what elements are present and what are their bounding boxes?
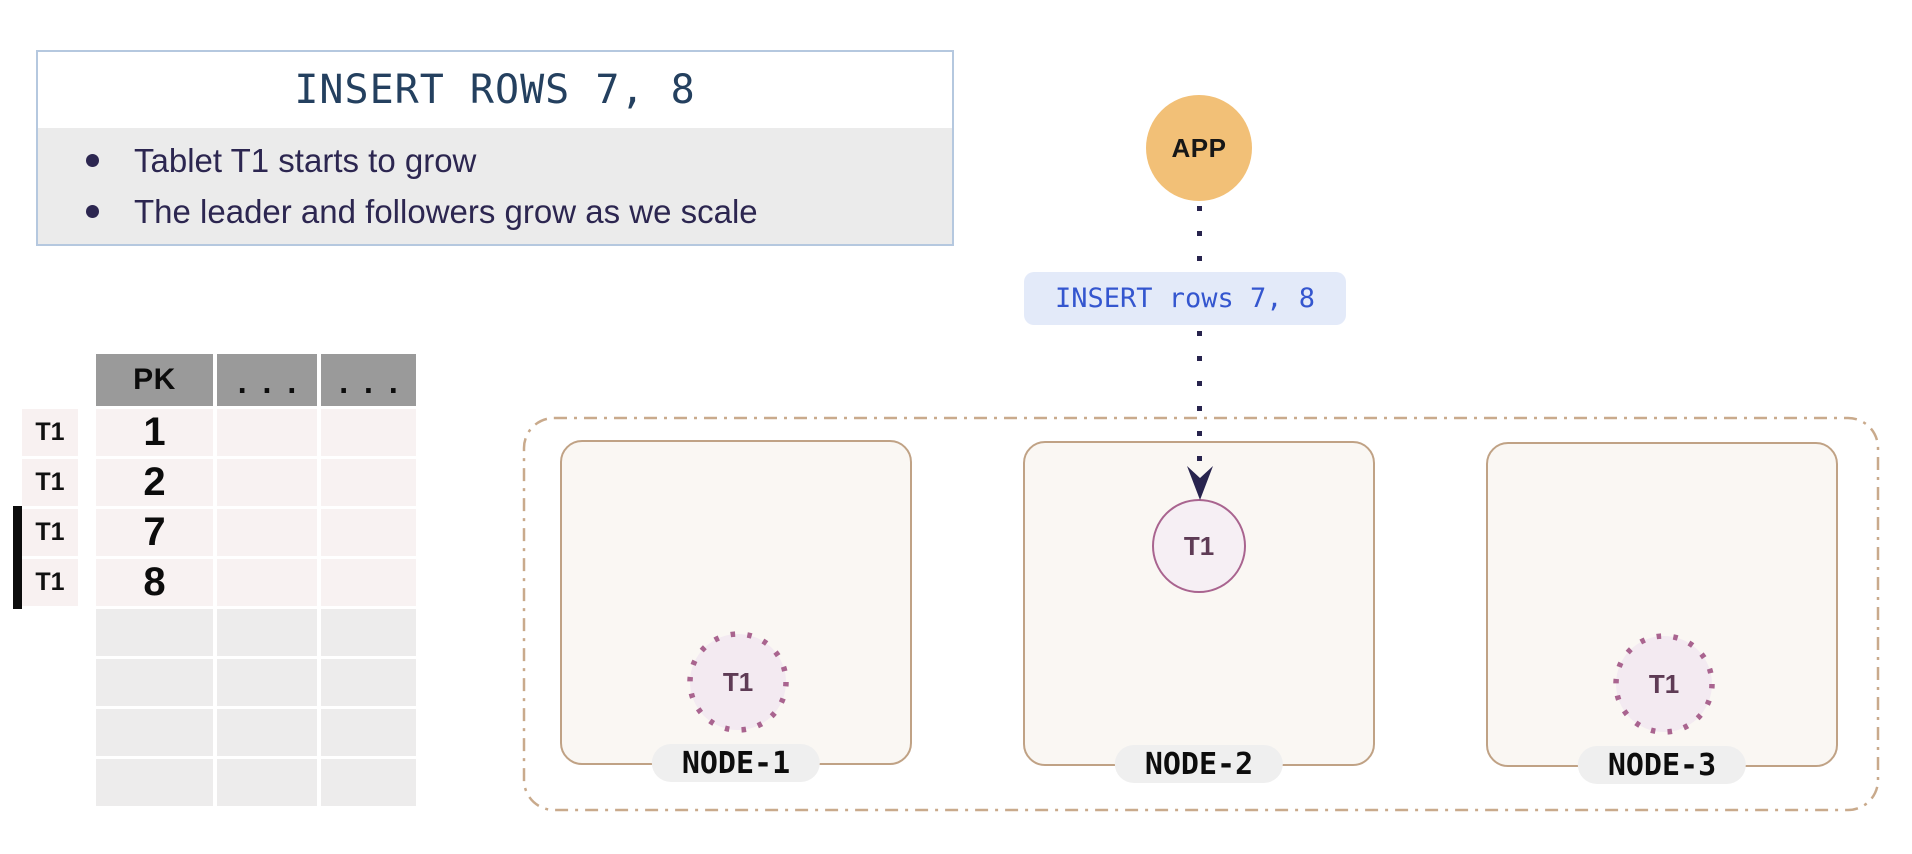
database-table: PK ... ... 1 2 7 8 (96, 354, 416, 809)
bullet-dot-icon (86, 154, 99, 167)
dotted-circle-icon (1613, 633, 1715, 735)
empty-cell (217, 509, 317, 556)
empty-cell (321, 409, 416, 456)
table-row: 8 (96, 559, 416, 606)
arrowhead-down-icon (1187, 466, 1213, 500)
table-empty-row (96, 609, 416, 656)
info-panel-bullets: Tablet T1 starts to grow The leader and … (38, 128, 952, 244)
pk-cell: 8 (96, 559, 213, 606)
pk-cell: 2 (96, 459, 213, 506)
pk-cell: 7 (96, 509, 213, 556)
empty-cell (217, 409, 317, 456)
table-header-ellipsis: ... (217, 354, 317, 406)
table-row: 7 (96, 509, 416, 556)
info-panel: INSERT ROWS 7, 8 Tablet T1 starts to gro… (36, 50, 954, 246)
empty-cell (321, 509, 416, 556)
node-1-box: T1 NODE-1 (560, 440, 912, 782)
tablet-t1-follower: T1 (686, 630, 790, 734)
empty-cell (321, 559, 416, 606)
bullet-item: The leader and followers grow as we scal… (86, 193, 952, 231)
bullet-dot-icon (86, 205, 99, 218)
insert-flow-label: INSERT rows 7, 8 (1024, 272, 1346, 325)
pk-cell: 1 (96, 409, 213, 456)
empty-cell (217, 459, 317, 506)
node-1-label: NODE-1 (651, 744, 821, 782)
node-3-label: NODE-3 (1577, 746, 1747, 784)
cluster-boundary (522, 416, 1880, 812)
table-empty-row (96, 709, 416, 756)
table-header-row: PK ... ... (96, 354, 416, 406)
info-panel-title: INSERT ROWS 7, 8 (294, 67, 696, 113)
table-header-pk: PK (96, 354, 213, 406)
tablet-label: T1 (1648, 668, 1680, 699)
node-3-box: T1 NODE-3 (1486, 442, 1838, 784)
table-header-ellipsis: ... (321, 354, 416, 406)
table-empty-row (96, 759, 416, 806)
table-row: 1 (96, 409, 416, 456)
bullet-item: Tablet T1 starts to grow (86, 142, 952, 180)
table-empty-row (96, 659, 416, 706)
node-2-label: NODE-2 (1114, 745, 1284, 783)
tablet-t1-leader: T1 (1152, 499, 1246, 593)
tablet-row-label: T1 (22, 559, 78, 606)
bullet-text: Tablet T1 starts to grow (134, 141, 477, 179)
empty-cell (321, 459, 416, 506)
tablet-row-label: T1 (22, 459, 78, 506)
tablet-t1-follower: T1 (1612, 632, 1716, 736)
tablet-label: T1 (722, 666, 754, 697)
inserted-row-marker (13, 506, 22, 559)
table-row: 2 (96, 459, 416, 506)
app-circle: APP (1146, 95, 1252, 201)
inserted-row-marker (13, 556, 22, 609)
insert-flow-dotted-line (1197, 206, 1202, 469)
bullet-text: The leader and followers grow as we scal… (134, 192, 758, 230)
empty-cell (217, 559, 317, 606)
tablet-row-label: T1 (22, 509, 78, 556)
tablet-row-label: T1 (22, 409, 78, 456)
dotted-circle-icon (687, 631, 789, 733)
